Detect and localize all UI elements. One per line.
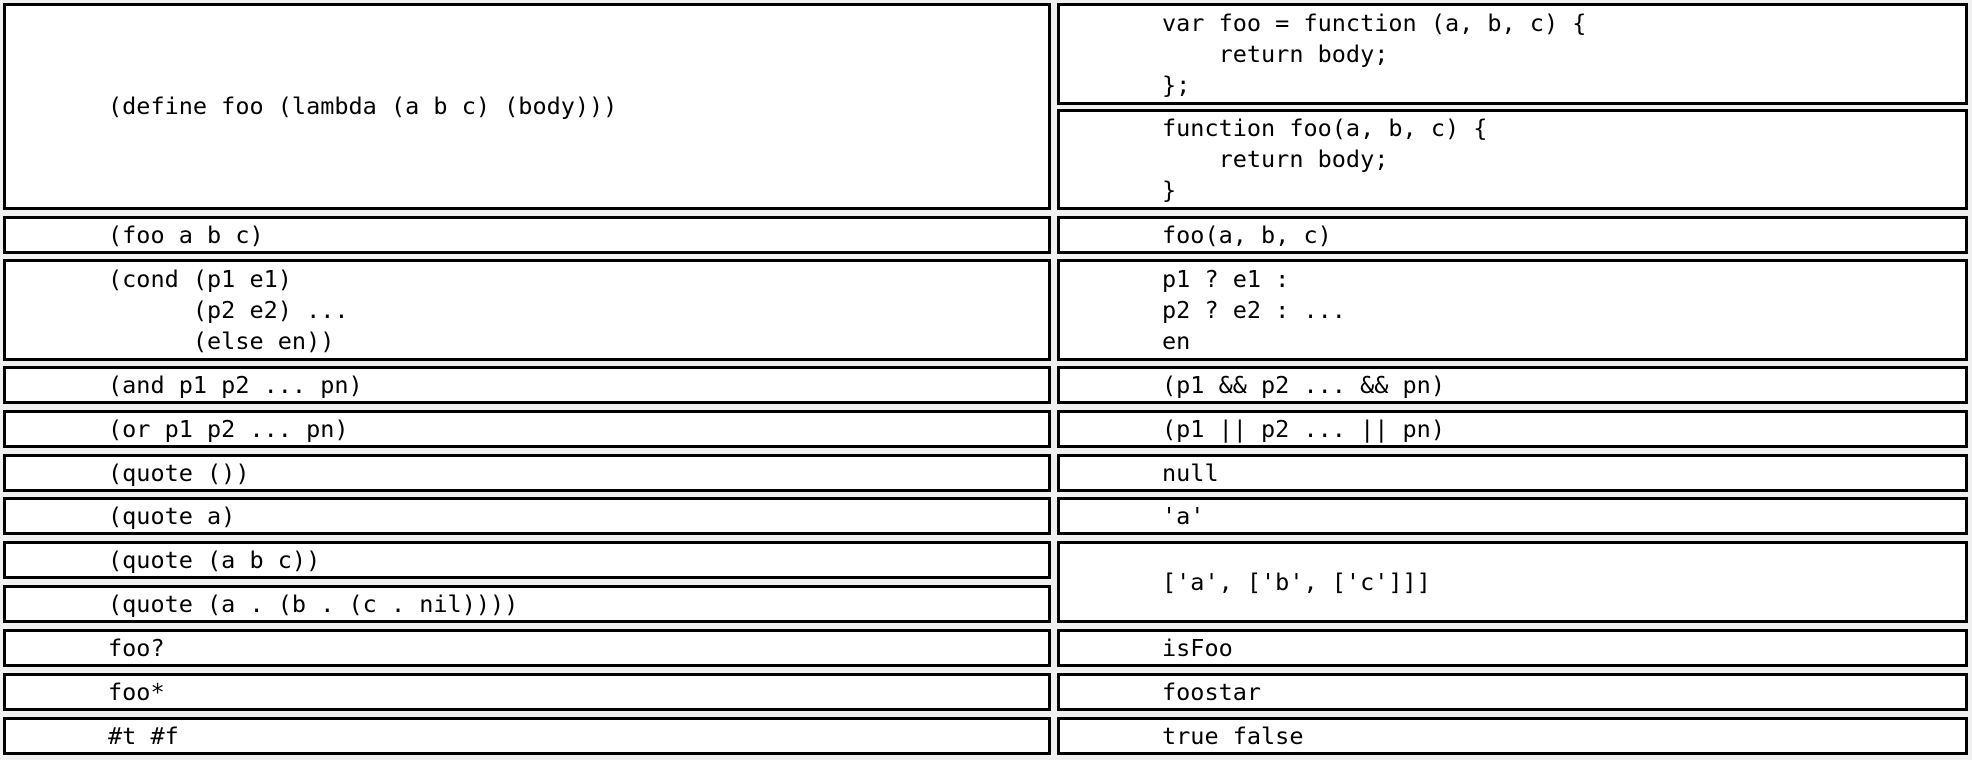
code-line: (p1 || p2 ... || pn): [1162, 414, 1445, 443]
js-cell-null: null: [1057, 454, 1968, 492]
code-line: null: [1162, 458, 1219, 487]
code-line: var foo = function (a, b, c) {: [1162, 8, 1587, 37]
code-line: function foo(a, b, c) {: [1162, 114, 1488, 142]
scheme-cell-cond: (cond (p1 e1) (p2 e2) ... (else en)): [3, 259, 1051, 361]
code-line: (quote a): [108, 501, 236, 530]
code-line: return body;: [1162, 39, 1389, 68]
code-line: (quote (a . (b . (c . nil)))): [108, 589, 519, 618]
scheme-cell-or: (or p1 p2 ... pn): [3, 410, 1051, 448]
code-line: return body;: [1162, 145, 1389, 173]
code-line: foo(a, b, c): [1162, 220, 1332, 249]
code-line: (else en)): [108, 326, 335, 355]
js-cell-string: 'a': [1057, 497, 1968, 535]
scheme-cell-quote-dotted: (quote (a . (b . (c . nil)))): [3, 585, 1051, 623]
scheme-cell-call: (foo a b c): [3, 216, 1051, 254]
scheme-cell-and: (and p1 p2 ... pn): [3, 366, 1051, 404]
code-line: ['a', ['b', ['c']]]: [1162, 567, 1431, 596]
scheme-cell-predicate: foo?: [3, 629, 1051, 667]
js-cell-or: (p1 || p2 ... || pn): [1057, 410, 1968, 448]
scheme-cell-booleans: #t #f: [3, 717, 1051, 755]
code-line: (cond (p1 e1): [108, 264, 292, 293]
code-line: (p2 e2) ...: [108, 295, 349, 324]
scheme-cell-star: foo*: [3, 673, 1051, 711]
code-line: p2 ? e2 : ...: [1162, 295, 1346, 324]
code-line: isFoo: [1162, 633, 1233, 662]
code-line: foostar: [1162, 677, 1262, 706]
js-cell-predicate: isFoo: [1057, 629, 1968, 667]
js-cell-star: foostar: [1057, 673, 1968, 711]
code-line: foo*: [108, 677, 165, 706]
code-line: p1 ? e1 :: [1162, 264, 1290, 293]
code-line: (define foo (lambda (a b c) (body))): [108, 92, 618, 120]
code-line: true false: [1162, 721, 1304, 750]
code-line: (quote ()): [108, 458, 250, 487]
scheme-cell-quote-empty: (quote ()): [3, 454, 1051, 492]
js-cell-function-expression: var foo = function (a, b, c) { return bo…: [1057, 3, 1968, 105]
js-cell-nested-array: ['a', ['b', ['c']]]: [1057, 541, 1968, 623]
js-cell-ternary: p1 ? e1 : p2 ? e2 : ... en: [1057, 259, 1968, 361]
code-line: }: [1162, 176, 1177, 204]
code-line: #t #f: [108, 721, 179, 750]
code-line: foo?: [108, 633, 165, 662]
code-line: (and p1 p2 ... pn): [108, 370, 363, 399]
code-line: (or p1 p2 ... pn): [108, 414, 349, 443]
code-line: (foo a b c): [108, 220, 264, 249]
js-cell-function-declaration: function foo(a, b, c) { return body; }: [1057, 109, 1968, 210]
code-line: };: [1162, 70, 1191, 99]
code-line: (quote (a b c)): [108, 545, 321, 574]
js-cell-call: foo(a, b, c): [1057, 216, 1968, 254]
scheme-cell-quote-list: (quote (a b c)): [3, 541, 1051, 579]
js-cell-booleans: true false: [1057, 717, 1968, 755]
code-line: en: [1162, 326, 1191, 355]
code-line: 'a': [1162, 501, 1205, 530]
scheme-cell-quote-symbol: (quote a): [3, 497, 1051, 535]
scheme-cell-define: (define foo (lambda (a b c) (body))): [3, 3, 1051, 210]
js-cell-and: (p1 && p2 ... && pn): [1057, 366, 1968, 404]
code-line: (p1 && p2 ... && pn): [1162, 370, 1445, 399]
